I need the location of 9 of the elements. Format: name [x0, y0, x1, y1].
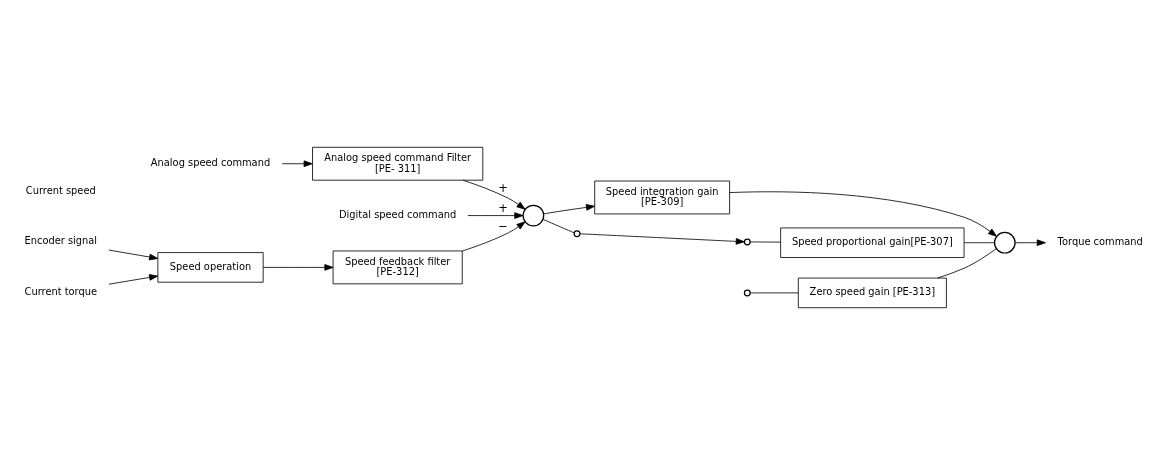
- node-text: Digital speed command: [339, 208, 457, 220]
- edge-label: −: [498, 218, 508, 233]
- edge-label: +: [498, 200, 508, 215]
- node-text: Encoder signal: [24, 234, 98, 246]
- label: Current speed: [25, 184, 96, 196]
- node-text: Analog speed command: [150, 156, 271, 168]
- node-text: Torque command: [1057, 235, 1143, 247]
- node-text: Current torque: [24, 285, 98, 297]
- edge-label: +: [498, 180, 508, 195]
